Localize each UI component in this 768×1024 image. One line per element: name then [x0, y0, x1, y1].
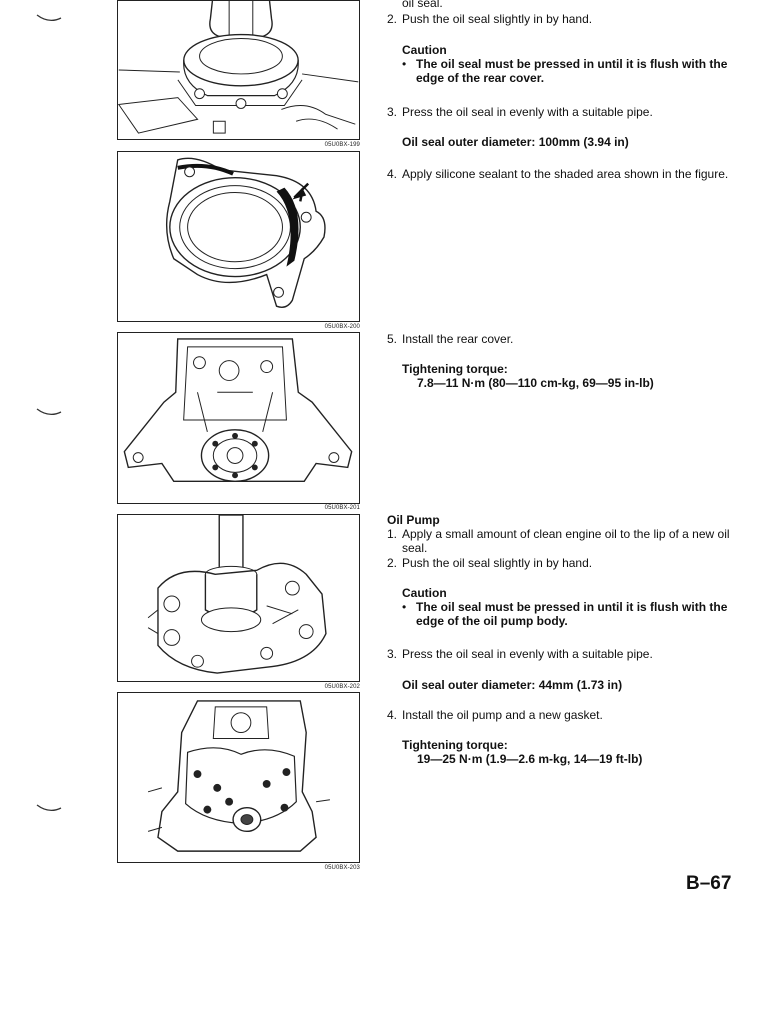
figure-rear-cover-install — [117, 332, 360, 504]
rear-cover-install-illustration — [123, 338, 353, 482]
step-3: 3. Press the oil seal in evenly with a s… — [387, 105, 742, 119]
binder-punch-mark — [36, 408, 62, 416]
figure-code: 05U0BX-202 — [324, 684, 360, 690]
figure-code: 05U0BX-201 — [324, 505, 360, 511]
caution-text: The oil seal must be pressed in until it… — [416, 57, 728, 85]
step-number: 1. — [387, 527, 398, 541]
step-number: 2. — [387, 556, 398, 570]
step-number: 3. — [387, 647, 398, 661]
figure-code: 05U0BX-200 — [324, 324, 360, 330]
step-1: 1. Apply a small amount of clean engine … — [387, 527, 742, 555]
figure-code: 05U0BX-199 — [324, 142, 360, 148]
oil-pump-seal-press-illustration — [147, 515, 327, 674]
step-number: 3. — [387, 105, 398, 119]
step-text: Press the oil seal in evenly with a suit… — [402, 647, 653, 661]
figure-rear-seal-press — [117, 0, 360, 140]
step-4: 4. Install the oil pump and a new gasket… — [387, 708, 742, 722]
caution-block: Caution • The oil seal must be pressed i… — [387, 586, 742, 628]
binder-punch-mark — [36, 14, 62, 22]
step-1-continued: oil seal. — [387, 0, 742, 10]
step-text: Push the oil seal slightly in by hand. — [402, 12, 593, 26]
step-text: Apply silicone sealant to the shaded are… — [402, 167, 729, 181]
step-number: 4. — [387, 167, 398, 181]
torque-value: 7.8—11 N·m (80—110 cm-kg, 69—95 in-lb) — [417, 376, 654, 390]
step-3: 3. Press the oil seal in evenly with a s… — [387, 647, 742, 661]
torque-spec: Tightening torque: 19—25 N·m (1.9—2.6 m-… — [387, 738, 742, 766]
step-text: Install the rear cover. — [402, 332, 514, 346]
caution-title: Caution — [402, 586, 447, 600]
caution-text: The oil seal must be pressed in until it… — [416, 600, 728, 628]
step-text: Install the oil pump and a new gasket. — [402, 708, 603, 722]
torque-spec: Tightening torque: 7.8—11 N·m (80—110 cm… — [387, 362, 742, 390]
step-number: 2. — [387, 12, 398, 26]
step-5: 5. Install the rear cover. — [387, 332, 742, 346]
section-heading: Oil Pump — [387, 513, 440, 527]
seal-diameter-spec: Oil seal outer diameter: 44mm (1.73 in) — [402, 678, 623, 692]
step-4: 4. Apply silicone sealant to the shaded … — [387, 167, 742, 181]
bullet-icon: • — [402, 600, 407, 614]
rear-cover-sealant-illustration — [165, 157, 326, 308]
step-number: 4. — [387, 708, 398, 722]
rear-seal-press-illustration — [118, 1, 359, 134]
torque-title: Tightening torque: — [402, 738, 508, 752]
torque-value: 19—25 N·m (1.9—2.6 m-kg, 14—19 ft-lb) — [417, 752, 643, 766]
step-text: Press the oil seal in evenly with a suit… — [402, 105, 653, 119]
step-2: 2. Push the oil seal slightly in by hand… — [387, 556, 742, 570]
binder-punch-mark — [36, 804, 62, 812]
step-text: Push the oil seal slightly in by hand. — [402, 556, 593, 570]
figure-code: 05U0BX-203 — [324, 865, 360, 871]
step-2: 2. Push the oil seal slightly in by hand… — [387, 12, 742, 26]
caution-title: Caution — [402, 43, 447, 57]
figure-oil-pump-seal-press — [117, 514, 360, 682]
step-text: oil seal. — [402, 0, 443, 10]
oil-pump-install-illustration — [147, 700, 330, 852]
caution-block: Caution • The oil seal must be pressed i… — [387, 43, 742, 85]
figure-oil-pump-install — [117, 692, 360, 863]
figure-rear-cover-sealant — [117, 151, 360, 322]
torque-title: Tightening torque: — [402, 362, 508, 376]
bullet-icon: • — [402, 57, 407, 71]
seal-diameter-spec: Oil seal outer diameter: 100mm (3.94 in) — [402, 135, 629, 149]
page-number: B–67 — [686, 873, 732, 894]
step-text: Apply a small amount of clean engine oil… — [402, 527, 730, 555]
step-number: 5. — [387, 332, 398, 346]
